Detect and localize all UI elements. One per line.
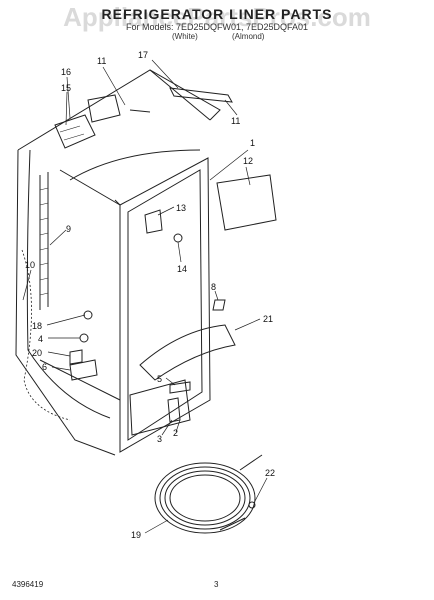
callout-2: 2 <box>173 428 178 438</box>
callout-17: 17 <box>138 50 148 60</box>
liner-left-edge <box>15 149 116 456</box>
screw <box>173 233 183 243</box>
callout-11-top: 11 <box>97 56 106 66</box>
liner-bottom-pan <box>129 379 191 436</box>
control-housing <box>54 114 96 149</box>
duct-cover <box>139 324 236 381</box>
callout-21: 21 <box>263 314 273 324</box>
bracket <box>144 209 163 234</box>
callout-5: 5 <box>157 374 162 384</box>
callout-8: 8 <box>211 282 216 292</box>
callout-9: 9 <box>66 224 71 234</box>
variant-white: (White) <box>172 32 198 41</box>
air-diffuser <box>169 87 233 103</box>
document-part-number: 4396419 <box>12 580 44 589</box>
callout-14: 14 <box>177 264 187 274</box>
callout-20: 20 <box>32 348 42 358</box>
switch-assembly <box>69 359 98 381</box>
variant-almond: (Almond) <box>232 32 265 41</box>
model-subtitle: For Models: 7ED25DQFW01, 7ED25DQFA01 <box>125 22 309 32</box>
water-tubing-coil <box>154 462 256 534</box>
callout-19: 19 <box>131 530 141 540</box>
thermistor <box>83 310 93 320</box>
callout-18: 18 <box>32 321 42 331</box>
callout-11-right: 11 <box>231 116 240 126</box>
callout-1: 1 <box>250 138 255 148</box>
sensor <box>79 333 89 343</box>
fitting <box>248 501 256 509</box>
vertical-rail <box>39 172 49 310</box>
light-socket <box>69 349 83 365</box>
diagram-title: REFRIGERATOR LINER PARTS <box>101 6 333 22</box>
callout-12: 12 <box>243 156 253 166</box>
liner-front-opening <box>127 169 203 441</box>
callout-22: 22 <box>265 468 275 478</box>
callout-4: 4 <box>38 334 43 344</box>
callout-3: 3 <box>157 434 162 444</box>
callout-13: 13 <box>176 203 186 213</box>
callout-16: 16 <box>61 67 71 77</box>
callout-6: 6 <box>42 362 47 372</box>
callout-15: 15 <box>61 83 71 93</box>
page-number: 3 <box>214 580 219 589</box>
callout-10: 10 <box>25 260 35 270</box>
support-bracket <box>169 381 191 394</box>
light-housing <box>87 94 121 123</box>
liner-inner-left <box>26 149 111 419</box>
watermark: AppliancePartsPros.com <box>63 2 371 32</box>
trim-bracket <box>216 174 277 231</box>
liner-front-frame <box>119 157 211 453</box>
clip <box>212 299 226 311</box>
